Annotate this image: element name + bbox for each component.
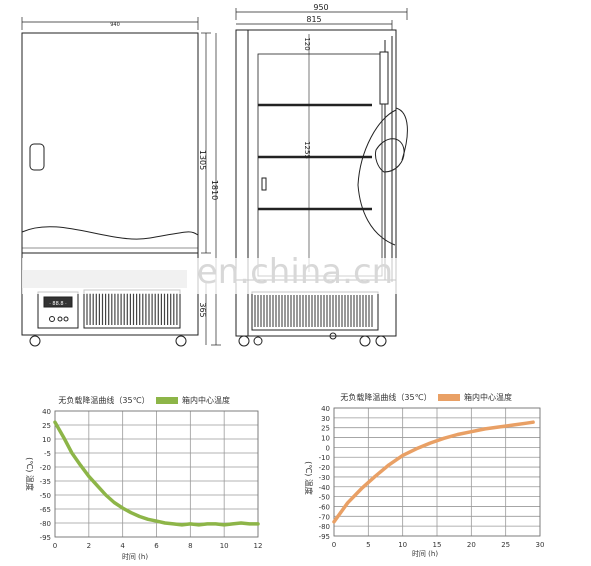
- x-tick-label: 0: [53, 542, 57, 550]
- front-total-height-dimension: 1810: [210, 180, 219, 200]
- control-panel-display: · 88.8 ·: [49, 301, 67, 307]
- y-tick-label: -10: [319, 454, 330, 462]
- plot-frame: [54, 410, 259, 538]
- y-tick-label: -95: [319, 533, 330, 541]
- x-tick-label: 4: [120, 542, 125, 550]
- y-tick-label: -5: [44, 450, 51, 458]
- x-tick-label: 6: [154, 542, 159, 550]
- front-vent-grille: [86, 293, 178, 325]
- y-tick-label: 25: [321, 425, 330, 433]
- chart-right-legend: 无负载降温曲线（35℃） 箱内中心温度: [340, 392, 512, 402]
- y-tick-label: -95: [40, 534, 51, 542]
- chart-left-ylabel: (℃) 温度: [25, 457, 35, 491]
- plot-frame: [333, 407, 541, 537]
- y-tick-label: -80: [319, 523, 330, 531]
- x-tick-label: 10: [398, 541, 407, 549]
- y-tick-label: -30: [319, 474, 330, 482]
- chart-left-series-line: [53, 420, 260, 527]
- x-tick-label: 0: [332, 541, 336, 549]
- side-inner-height-dimension: 1255: [303, 141, 311, 159]
- y-tick-label: -65: [40, 506, 51, 514]
- watermark-blur-block: [22, 270, 187, 288]
- x-tick-label: 2: [87, 542, 91, 550]
- x-tick-label: 30: [536, 541, 545, 549]
- chart-left-grid: [54, 410, 259, 538]
- y-tick-label: -50: [319, 494, 330, 502]
- y-tick-label: 40: [321, 405, 330, 413]
- chart-left-legend-swatch: [156, 397, 178, 404]
- y-tick-label: 10: [321, 435, 330, 443]
- y-tick-label: 30: [321, 415, 330, 423]
- chart-right-legend-swatch: [438, 394, 460, 401]
- side-width-dimension: 950: [313, 3, 328, 12]
- chart-right-ylabel: (℃) 温度: [304, 461, 314, 495]
- y-tick-label: -50: [40, 492, 51, 500]
- watermark-text: en.china.cn: [197, 252, 393, 292]
- y-tick-label: 0: [326, 444, 330, 452]
- y-tick-label: -60: [319, 503, 330, 511]
- chart-right-xlabel: 时间 (h): [412, 549, 438, 558]
- y-tick-label: 10: [42, 436, 51, 444]
- x-tick-label: 15: [433, 541, 442, 549]
- y-tick-label: -80: [40, 520, 51, 528]
- chart-left-ticks: 40 25 10 -5 -20 -35 -50 -65 -80 -950 2 4 6 8 10 12: [40, 408, 263, 550]
- y-tick-label: -40: [319, 484, 330, 492]
- side-inner-width-dimension: 815: [306, 15, 321, 24]
- x-tick-label: 5: [366, 541, 370, 549]
- side-vent-grille: [254, 295, 373, 327]
- x-tick-label: 12: [254, 542, 263, 550]
- front-base-dimension: 365: [198, 302, 207, 317]
- x-tick-label: 8: [188, 542, 192, 550]
- chart-right-series-line: [332, 420, 535, 524]
- x-tick-label: 10: [220, 542, 229, 550]
- x-tick-label: 25: [501, 541, 510, 549]
- chart-right-legend-label: 箱内中心温度: [464, 392, 512, 402]
- chart-left-title: 无负载降温曲线（35℃）: [58, 395, 149, 405]
- front-height-dimension: 1305: [198, 150, 207, 170]
- y-tick-label: -70: [319, 513, 330, 521]
- chart-right-title: 无负载降温曲线（35℃）: [340, 392, 431, 402]
- chart-left: 无负载降温曲线（35℃） 箱内中心温度 (℃) 温度 时间 (h) 402510…: [25, 395, 262, 561]
- side-top-dimension: 120: [303, 37, 311, 50]
- y-tick-label: -35: [40, 478, 51, 486]
- x-tick-label: 20: [467, 541, 476, 549]
- y-tick-label: 25: [42, 422, 51, 430]
- y-tick-label: -20: [40, 464, 51, 472]
- chart-left-legend: 无负载降温曲线（35℃） 箱内中心温度: [58, 395, 230, 405]
- side-view-drawing: [235, 8, 408, 347]
- y-tick-label: 40: [42, 408, 51, 416]
- chart-left-xlabel: 时间 (h): [122, 552, 148, 561]
- y-tick-label: -20: [319, 464, 330, 472]
- chart-left-legend-label: 箱内中心温度: [182, 395, 230, 405]
- chart-right: 无负载降温曲线（35℃） 箱内中心温度 (℃) 温度 时间 (h) 40 30 25…: [304, 392, 544, 558]
- chart-right-grid: [333, 407, 541, 537]
- front-width-dimension: 940: [110, 22, 120, 28]
